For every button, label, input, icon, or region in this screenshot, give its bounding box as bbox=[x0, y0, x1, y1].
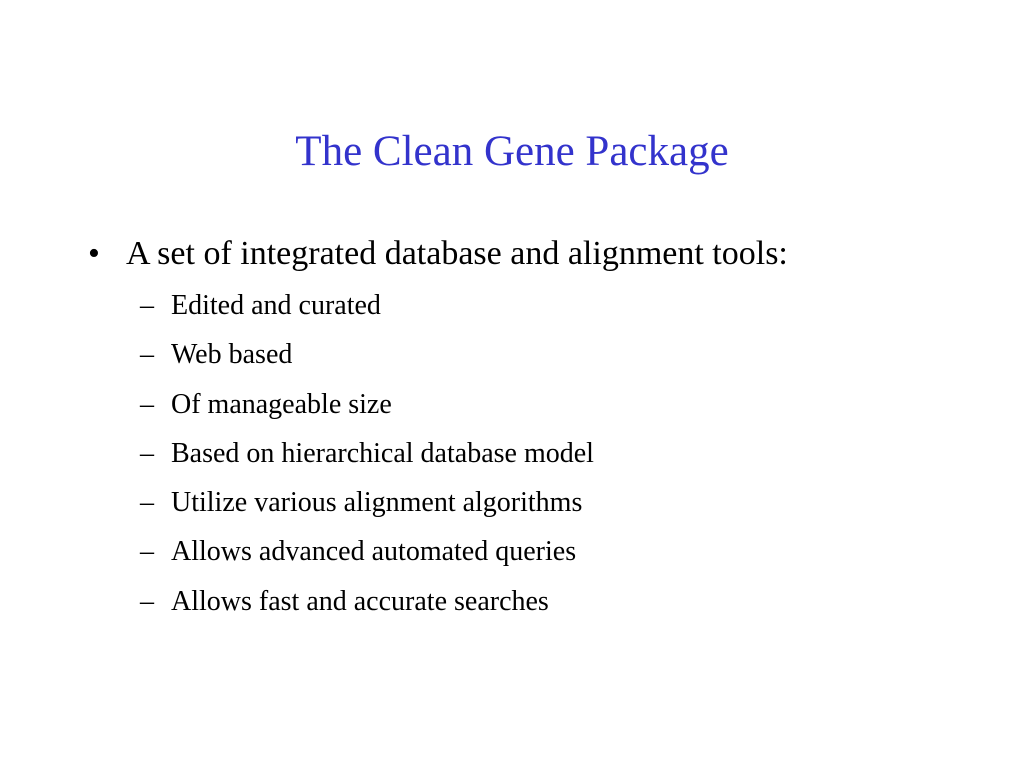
sub-bullet-item: –Allows fast and accurate searches bbox=[140, 584, 594, 633]
sub-bullet-text: Edited and curated bbox=[171, 290, 381, 321]
sub-bullet-item: –Utilize various alignment algorithms bbox=[140, 485, 594, 534]
dash-marker: – bbox=[140, 437, 154, 469]
sub-bullet-item: –Of manageable size bbox=[140, 387, 594, 436]
sub-bullet-text: Allows advanced automated queries bbox=[171, 536, 577, 568]
sub-bullet-list: –Edited and curated –Web based –Of manag… bbox=[140, 288, 594, 633]
slide-title: The Clean Gene Package bbox=[295, 128, 729, 175]
sub-bullet-item: –Edited and curated bbox=[140, 288, 594, 337]
sub-bullet-item: –Allows advanced automated queries bbox=[140, 534, 594, 583]
main-bullet: • A set of integrated database and alignm… bbox=[88, 230, 788, 278]
sub-bullet-text: Allows fast and accurate searches bbox=[171, 585, 549, 617]
sub-bullet-item: –Web based bbox=[140, 337, 594, 386]
sub-bullet-text: Of manageable size bbox=[171, 388, 392, 420]
sub-bullet-item: –Based on hierarchical database model bbox=[140, 436, 594, 485]
sub-bullet-text: Based on hierarchical database model bbox=[171, 437, 594, 469]
dash-marker: – bbox=[140, 536, 154, 568]
dash-marker: – bbox=[140, 487, 154, 519]
dash-marker: – bbox=[140, 585, 154, 617]
sub-bullet-text: Web based bbox=[171, 339, 293, 371]
main-bullet-text: A set of integrated database and alignme… bbox=[126, 235, 788, 272]
bullet-marker: • bbox=[88, 235, 100, 272]
dash-marker: – bbox=[140, 388, 154, 420]
dash-marker: – bbox=[140, 290, 154, 321]
dash-marker: – bbox=[140, 339, 154, 371]
sub-bullet-text: Utilize various alignment algorithms bbox=[171, 487, 583, 519]
